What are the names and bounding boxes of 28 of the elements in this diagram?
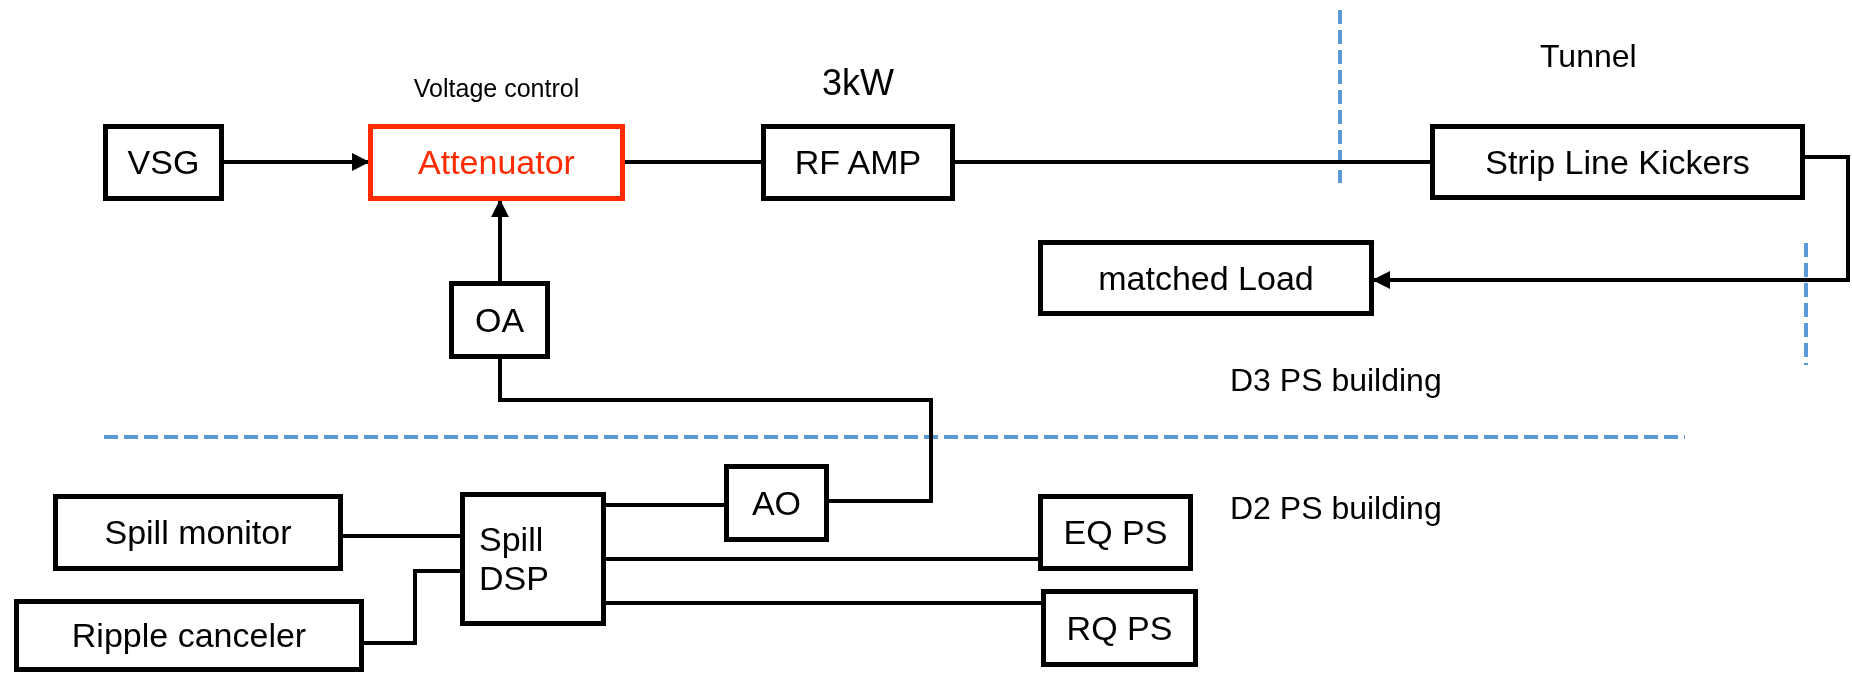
connector-line: [625, 160, 761, 164]
caption-label: 3kW: [821, 62, 895, 104]
process-box: Attenuator: [368, 124, 625, 201]
connector-line: [343, 534, 460, 538]
connector-line: [606, 601, 1041, 605]
process-box: RQ PS: [1041, 589, 1198, 667]
process-box: Spill DSP: [460, 492, 606, 626]
process-box: EQ PS: [1038, 494, 1193, 571]
process-box: matched Load: [1038, 240, 1374, 316]
arrow: [1372, 155, 1850, 289]
arrow: [491, 199, 509, 281]
process-box: Ripple canceler: [14, 599, 364, 672]
process-box: Spill monitor: [53, 494, 343, 571]
area-label: D3 PS building: [1230, 362, 1442, 399]
area-label: D2 PS building: [1230, 490, 1442, 527]
connector-line: [606, 503, 724, 507]
connector-line: [498, 359, 933, 503]
area-label: Tunnel: [1540, 38, 1637, 75]
connector-line: [955, 160, 1430, 164]
connector-line: [606, 557, 1038, 561]
arrow: [224, 153, 370, 171]
process-box: OA: [449, 281, 550, 359]
caption-label: Voltage control: [412, 74, 581, 103]
process-box: RF AMP: [761, 124, 955, 201]
process-box: Strip Line Kickers: [1430, 124, 1805, 200]
connector-line: [364, 569, 460, 645]
process-box: VSG: [103, 124, 224, 201]
process-box: AO: [724, 464, 829, 542]
